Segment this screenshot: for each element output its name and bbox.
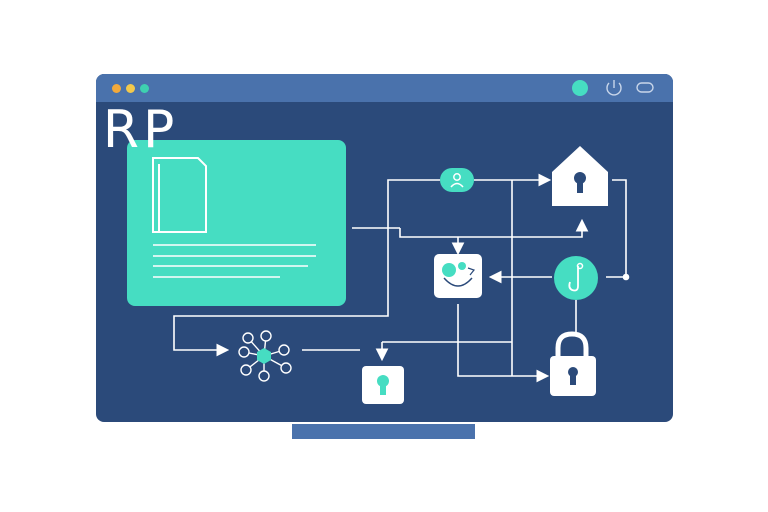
house-lock-icon[interactable] — [552, 146, 608, 206]
network-hub-icon[interactable] — [238, 330, 292, 382]
connectors — [173, 173, 630, 383]
key-node-icon[interactable] — [554, 256, 598, 300]
status-circle-icon[interactable] — [572, 80, 588, 96]
user-node-icon[interactable] — [440, 168, 474, 192]
settings-node-icon[interactable] — [434, 254, 482, 298]
erp-label: ERP — [66, 100, 179, 160]
erp-card — [127, 140, 346, 306]
maximize-dot[interactable] — [140, 84, 149, 93]
minimize-dot[interactable] — [126, 84, 135, 93]
monitor-stand — [292, 424, 475, 439]
power-icon[interactable] — [606, 80, 622, 96]
padlock-icon[interactable] — [550, 331, 596, 396]
close-dot[interactable] — [112, 84, 121, 93]
small-keyhole-icon[interactable] — [362, 366, 404, 404]
erp-document-icon — [152, 157, 207, 233]
app-window — [96, 74, 673, 422]
link-icon[interactable] — [636, 82, 654, 93]
erp-text-lines — [153, 244, 316, 278]
